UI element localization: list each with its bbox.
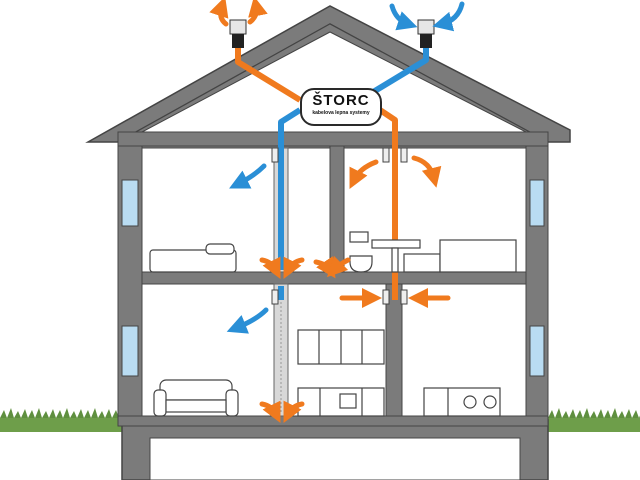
- windows: [121, 179, 545, 377]
- ground-floor: [117, 415, 549, 427]
- interior-walls: [329, 145, 403, 417]
- middle-floor: [141, 271, 527, 285]
- foundation: [121, 419, 549, 480]
- brand-logo: ŠTORC kabelova lepna systemy: [300, 88, 382, 126]
- bathroom: [349, 231, 517, 273]
- supply-duct: [235, 42, 398, 300]
- curved-arrow-icon: [209, 0, 465, 423]
- utility-room: [423, 387, 501, 417]
- grass-right: [548, 408, 640, 432]
- air-diffusers: [271, 147, 408, 305]
- bed: [149, 243, 237, 273]
- brand-tagline: kabelova lepna systemy: [312, 110, 370, 116]
- attic-floor: [117, 131, 549, 147]
- grass-left: [0, 408, 140, 432]
- brand-name: ŠTORC: [312, 92, 370, 109]
- sofa: [153, 379, 239, 417]
- exhaust-duct: [278, 42, 429, 300]
- kitchen: [297, 329, 385, 417]
- roof-vent-icon: [229, 19, 435, 48]
